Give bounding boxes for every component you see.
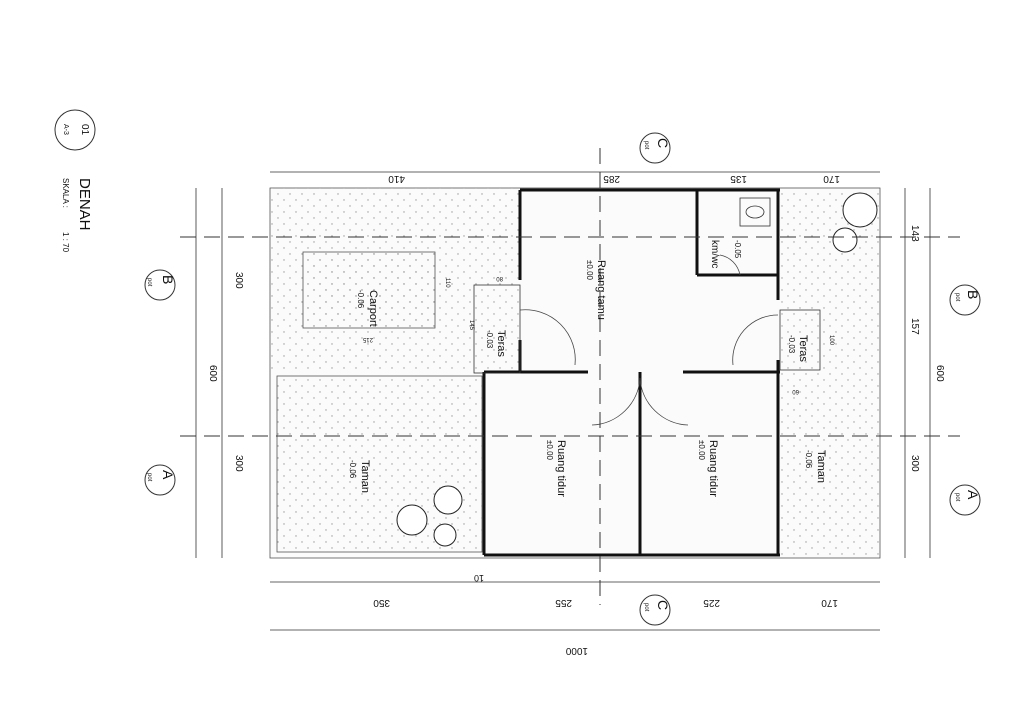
room-label: Taman	[359, 460, 371, 493]
dim-top-1: 410	[388, 173, 405, 184]
room-label: Carport	[367, 290, 379, 327]
room-label: km/wc	[709, 240, 720, 268]
sheet-ref: A-3	[62, 124, 69, 135]
section-markers	[54, 109, 981, 626]
section-b-right-ref: pot	[954, 293, 960, 302]
room-label: Ruang tamu	[595, 260, 607, 320]
teras-left-outline	[473, 284, 521, 374]
room-level: ±0.00	[697, 440, 706, 461]
dim-bottom-2: 255	[555, 597, 572, 608]
dim-left-2: 300	[233, 455, 244, 472]
section-lines	[180, 148, 960, 605]
sheet-marker	[54, 109, 96, 151]
walls	[482, 188, 780, 557]
dim-teras-left-h: 145	[468, 320, 474, 331]
scale-label: SKALA :	[61, 178, 70, 208]
dim-total: 1000	[565, 645, 588, 656]
section-b-right: B	[965, 290, 981, 299]
dim-carport-w: 215	[362, 336, 373, 342]
room-label: Teras	[495, 330, 507, 357]
room-label: Ruang tidur	[555, 440, 567, 497]
taman-left-area	[276, 375, 483, 553]
teras-outlines	[473, 284, 821, 374]
room-level: -0.05	[733, 240, 742, 259]
section-b-left: B	[160, 275, 176, 284]
room-label: Teras	[797, 335, 809, 362]
section-a-left-ref: pot	[146, 473, 152, 482]
section-c-bottom: C	[655, 600, 671, 610]
section-c-top-ref: pot	[643, 141, 649, 150]
doors	[519, 254, 779, 426]
room-level: -0.03	[485, 330, 494, 349]
toilet-icon	[739, 197, 771, 227]
dim-bottom-small: 10	[474, 573, 484, 583]
section-b-left-ref: pot	[146, 278, 152, 287]
dim-carport-h: 110	[444, 278, 450, 288]
dim-left-total: 600	[207, 365, 218, 382]
section-c-top: C	[655, 138, 671, 148]
dim-teras-right-w: 60	[792, 388, 799, 394]
dim-top-4: 170	[823, 173, 840, 184]
teras-right-outline	[779, 309, 821, 371]
room-label: Taman	[815, 450, 827, 483]
room-level: -0.03	[787, 335, 796, 354]
dim-right-1: 143	[909, 225, 920, 242]
tree-icon	[396, 192, 878, 547]
room-label: Ruang tidur	[707, 440, 719, 497]
section-a-right: A	[965, 490, 981, 500]
dim-right-total: 600	[934, 365, 945, 382]
carport-slab	[302, 251, 436, 329]
room-level: -0.06	[348, 460, 357, 479]
dim-teras-right-h: 100	[828, 335, 834, 346]
sheet-number: 01	[79, 124, 90, 136]
dim-left-1: 300	[233, 272, 244, 289]
room-level: ±0.00	[585, 260, 594, 281]
dim-bottom-3: 225	[703, 597, 720, 608]
dim-right-3: 300	[909, 455, 920, 472]
dim-bottom-1: 350	[373, 597, 390, 608]
drawing-title: DENAH	[76, 178, 93, 231]
dim-top-3: 135	[730, 173, 747, 184]
section-a-right-ref: pot	[954, 493, 960, 502]
dim-bottom-4: 170	[821, 597, 838, 608]
room-level: -0.06	[356, 290, 365, 309]
room-level: ±0.00	[545, 440, 554, 461]
dim-teras-left-w: 80	[496, 275, 503, 281]
section-c-bottom-ref: pot	[643, 603, 649, 612]
dim-right-2: 157	[909, 318, 920, 335]
room-level: -0.06	[804, 450, 813, 469]
taman-right-area	[780, 190, 880, 555]
dim-top-2: 285	[603, 173, 620, 184]
dimension-lines	[195, 171, 931, 631]
section-a-left: A	[160, 470, 176, 480]
scale-value: 1 : 70	[61, 232, 70, 253]
